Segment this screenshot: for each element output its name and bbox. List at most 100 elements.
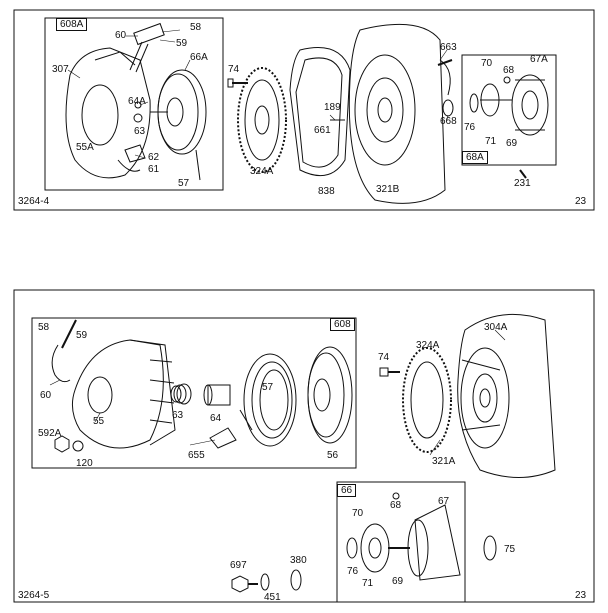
label-321B: 321B xyxy=(376,184,400,195)
top-subassembly-68A-box xyxy=(461,54,557,166)
label-663: 663 xyxy=(440,42,457,53)
starter-housing-55A xyxy=(65,47,151,179)
label-655: 655 xyxy=(188,450,205,461)
label-63-bottom: 63 xyxy=(172,410,184,421)
top-panel-page: 23 xyxy=(575,196,587,207)
starter-handle xyxy=(129,22,165,73)
bottom-subassembly-66-box xyxy=(336,481,466,603)
label-70-bottom: 70 xyxy=(352,508,364,519)
spacer-64 xyxy=(203,384,231,406)
label-68-top: 68 xyxy=(503,65,515,76)
screw-231 xyxy=(519,169,527,179)
spring-63 xyxy=(170,383,192,405)
washer-75 xyxy=(483,535,497,561)
label-307: 307 xyxy=(52,64,69,75)
label-55: 55 xyxy=(93,416,105,427)
label-62: 62 xyxy=(148,152,160,163)
bottom-subassembly-608-label: 608 xyxy=(330,318,355,331)
label-64: 64 xyxy=(210,413,222,424)
top-leader-lines xyxy=(67,29,449,159)
label-57-top: 57 xyxy=(178,178,190,189)
label-380: 380 xyxy=(290,555,307,566)
cup-70-bottom xyxy=(360,523,390,573)
label-66A: 66A xyxy=(190,52,208,63)
clutch-67A xyxy=(511,74,549,136)
blower-housing-321B xyxy=(348,23,451,204)
washer-76 xyxy=(469,93,479,113)
top-subassembly-608A-label: 608A xyxy=(56,18,88,31)
label-451: 451 xyxy=(264,592,281,603)
label-304A: 304A xyxy=(484,322,508,333)
label-76-top: 76 xyxy=(464,122,476,133)
recoil-spring-57 xyxy=(239,353,297,447)
label-75: 75 xyxy=(504,544,516,555)
label-74-top: 74 xyxy=(228,64,240,75)
pulley-56 xyxy=(307,346,353,444)
label-697: 697 xyxy=(230,560,247,571)
washer-451 xyxy=(260,573,270,591)
bolt-697 xyxy=(231,575,258,593)
label-321A: 321A xyxy=(432,456,456,467)
washer-63 xyxy=(133,113,143,123)
label-58-bottom: 58 xyxy=(38,322,50,333)
blower-housing-304A xyxy=(457,313,556,478)
label-661: 661 xyxy=(314,125,331,136)
label-63-top: 63 xyxy=(134,126,146,137)
label-57-bottom: 57 xyxy=(262,382,274,393)
bottom-panel xyxy=(13,289,595,603)
washer-380 xyxy=(290,569,302,591)
label-59-bottom: 59 xyxy=(76,330,88,341)
label-68-bottom: 68 xyxy=(390,500,402,511)
label-668: 668 xyxy=(440,116,457,127)
bolt-663 xyxy=(437,59,453,66)
pulley-66A xyxy=(150,69,207,181)
starter-housing-55 xyxy=(71,339,176,449)
washer-668 xyxy=(442,99,454,117)
washer-76-bottom xyxy=(346,537,358,559)
top-subassembly-68A-label: 68A xyxy=(462,151,488,164)
label-71-bottom: 71 xyxy=(362,578,374,589)
bottom-leader-lines xyxy=(49,329,506,456)
clutch-67 xyxy=(388,504,461,581)
label-60-bottom: 60 xyxy=(40,390,52,401)
label-838: 838 xyxy=(318,186,335,197)
top-panel xyxy=(13,9,595,211)
starter-rope xyxy=(51,319,77,383)
label-231: 231 xyxy=(514,178,531,189)
label-74-bottom: 74 xyxy=(378,352,390,363)
label-76-bottom: 76 xyxy=(347,566,359,577)
label-592A: 592A xyxy=(38,428,62,439)
bottom-panel-page: 23 xyxy=(575,590,587,601)
label-64A: 64A xyxy=(128,96,146,107)
bottom-panel-frame xyxy=(13,289,595,603)
label-59-top: 59 xyxy=(176,38,188,49)
label-58-top: 58 xyxy=(190,22,202,33)
label-71-top: 71 xyxy=(485,136,497,147)
washer-120 xyxy=(72,440,84,452)
label-56: 56 xyxy=(327,450,339,461)
label-189: 189 xyxy=(324,102,341,113)
clip-655 xyxy=(209,427,237,449)
label-61: 61 xyxy=(148,164,160,175)
retainer-324A xyxy=(237,67,287,173)
label-120: 120 xyxy=(76,458,93,469)
label-55A: 55A xyxy=(76,142,94,153)
cup-70 xyxy=(480,83,512,117)
screw-74-bottom xyxy=(379,367,400,377)
label-67A: 67A xyxy=(530,54,548,65)
nut-592A xyxy=(54,435,70,453)
bottom-panel-id: 3264-5 xyxy=(18,590,50,601)
label-67: 67 xyxy=(438,496,450,507)
label-69-bottom: 69 xyxy=(392,576,404,587)
top-panel-id: 3264-4 xyxy=(18,196,50,207)
label-324A-top: 324A xyxy=(250,166,274,177)
label-70-top: 70 xyxy=(481,58,493,69)
top-panel-frame xyxy=(13,9,595,211)
label-69-top: 69 xyxy=(506,138,518,149)
top-subassembly-608A-box xyxy=(44,17,224,191)
retainer-324A-bottom xyxy=(402,347,452,453)
bottom-subassembly-66-label: 66 xyxy=(337,484,357,497)
label-60-top: 60 xyxy=(115,30,127,41)
label-324A-bottom: 324A xyxy=(416,340,440,351)
